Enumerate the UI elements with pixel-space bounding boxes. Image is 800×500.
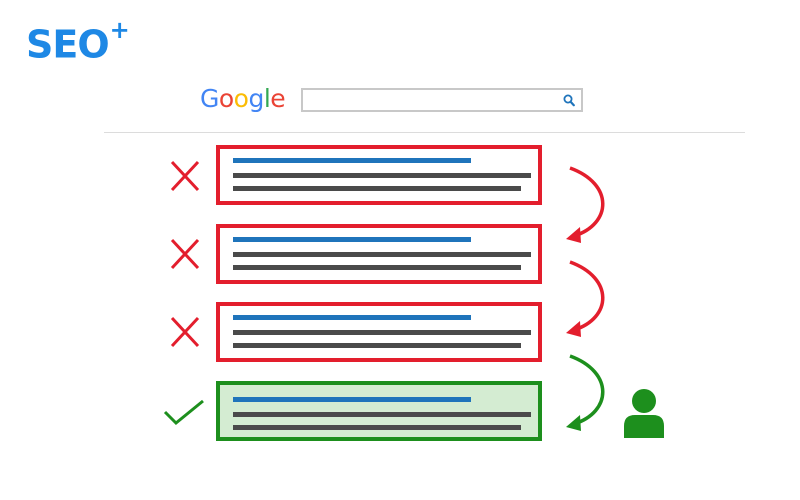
google-letter: g (248, 84, 264, 113)
logo-plus: + (109, 16, 130, 44)
result-title-line (233, 237, 471, 242)
x-icon (170, 316, 200, 348)
result-title-line (233, 158, 471, 163)
curved-arrow-icon (566, 260, 605, 337)
logo-text: SEO (26, 22, 110, 67)
x-icon (170, 238, 200, 270)
google-logo: Google (200, 84, 286, 114)
search-result-4[interactable] (216, 381, 542, 441)
result-title-line (233, 315, 471, 320)
search-result-2[interactable] (216, 224, 542, 284)
google-letter: o (218, 84, 234, 113)
x-icon (170, 160, 200, 192)
google-letter: G (200, 84, 219, 113)
result-snippet-line (233, 186, 521, 191)
result-snippet-line (233, 252, 531, 257)
curved-arrow-icon (566, 166, 605, 243)
check-icon (163, 399, 204, 426)
curved-arrow-icon (566, 354, 605, 431)
search-result-3[interactable] (216, 302, 542, 362)
magnifier-icon[interactable] (563, 94, 575, 107)
google-letter: o (233, 84, 249, 113)
result-snippet-line (233, 173, 531, 178)
result-snippet-line (233, 265, 521, 270)
result-title-line (233, 397, 471, 402)
google-letter: e (270, 84, 286, 113)
result-snippet-line (233, 343, 521, 348)
search-input[interactable] (307, 92, 557, 110)
result-snippet-line (233, 425, 521, 430)
header-divider (104, 132, 745, 133)
google-letter: l (263, 84, 271, 113)
seo-logo: SEO+ (26, 14, 130, 67)
user-icon (624, 389, 664, 438)
search-result-1[interactable] (216, 145, 542, 205)
search-box[interactable] (301, 88, 583, 112)
result-snippet-line (233, 330, 531, 335)
result-snippet-line (233, 412, 531, 417)
